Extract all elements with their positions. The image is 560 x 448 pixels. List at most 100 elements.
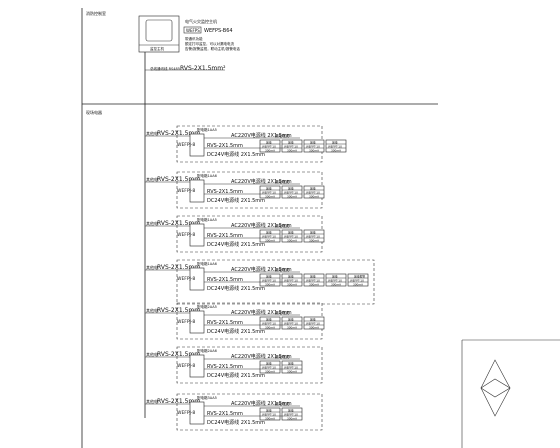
channel-mid: WEFPT-10 <box>262 412 276 416</box>
branch-signal: RVS-2X1.5mm <box>207 189 243 195</box>
channel-box <box>259 360 281 374</box>
branch-enclosure <box>176 393 323 431</box>
channel-top: 漏电 <box>288 140 294 144</box>
channel-box <box>325 139 347 153</box>
branch-leak-label: 漏电电流 <box>275 310 289 315</box>
branch-cable: RVS-2X1.5mm <box>157 176 200 183</box>
branch-leak-label: 漏电电流 <box>275 267 289 272</box>
channel-box <box>259 316 281 330</box>
channel-box <box>303 229 325 243</box>
branch-device: WEFPJ-8 <box>177 410 195 416</box>
channel-box <box>303 139 325 153</box>
branch-signal: RVS-2X1.5mm <box>207 411 243 417</box>
branch-box-label: 配电箱2AA5 <box>197 304 217 309</box>
branch-device: WEFPJ-8 <box>177 363 195 369</box>
branch-leak-label: 漏电电流 <box>275 354 289 359</box>
channel-box <box>303 316 325 330</box>
channel-bot: 300mA <box>309 194 319 198</box>
channel-mid: WEFPT-10 <box>328 278 342 282</box>
section-label-field: 现场电器 <box>86 109 102 115</box>
branch-device: WEFPJ-8 <box>177 276 195 282</box>
channel-box <box>259 229 281 243</box>
bus-cable: RVS-2X1.5mm² <box>180 65 226 72</box>
branch-leak-label: 漏电电流 <box>275 133 289 138</box>
channel-mid: WEFPT-10 <box>284 234 298 238</box>
branch-leak-label: 漏电电流 <box>275 179 289 184</box>
channel-bot: 300mA <box>309 238 319 242</box>
channel-top: 漏电 <box>332 274 338 278</box>
channel-box <box>281 316 303 330</box>
channel-mid: WEFPT-10 <box>284 190 298 194</box>
branch-box-label: 配电箱1AA6 <box>197 173 217 178</box>
channel-bot: 300mA <box>265 282 275 286</box>
section-label-control-room: 消防控制室 <box>86 10 106 16</box>
channel-mid: WEFPT-10 <box>284 144 298 148</box>
channel-top: 漏电 <box>310 317 316 321</box>
branch-box-label: 配电箱3AA5 <box>197 395 217 400</box>
panel-note-3: 告警/报警监视，联动主机/报警电话 <box>185 46 240 51</box>
panel-model: WEFPS-B64 <box>204 28 233 34</box>
channel-box <box>303 185 325 199</box>
channel-box <box>259 139 281 153</box>
branch-left-label: 其他电 <box>146 176 158 182</box>
branch-device-box <box>189 223 205 247</box>
channel-top: 漏电 <box>288 274 294 278</box>
branch-power: AC220V电源线 2X1.5mm <box>231 309 292 316</box>
branch-left-label: 其他电 <box>146 351 158 357</box>
branch-enclosure <box>176 259 375 305</box>
branch-box-label: 配电箱1AA5 <box>197 127 217 132</box>
branch-dc: DC24V电源线 2X1.5mm <box>207 285 265 292</box>
branch-cable: RVS-2X1.5mm <box>157 351 200 358</box>
branch-signal: RVS-2X1.5mm <box>207 320 243 326</box>
branch-leak-label: 漏电电流 <box>275 401 289 406</box>
branch-box-label: 配电箱2AA6 <box>197 348 217 353</box>
channel-top: 漏电 <box>266 140 272 144</box>
channel-bot: 300mA <box>287 148 297 152</box>
channel-bot: 300mA <box>287 282 297 286</box>
channel-mid: WEFPT-10 <box>306 278 320 282</box>
branch-power: AC220V电源线 2X1.5mm <box>231 353 292 360</box>
channel-bot: 300mA <box>265 238 275 242</box>
channel-mid: WEFPT-10 <box>262 278 276 282</box>
channel-box <box>281 185 303 199</box>
channel-box <box>281 273 303 287</box>
channel-bot: 300mA <box>353 282 363 286</box>
channel-mid: WEFPT-10 <box>306 190 320 194</box>
channel-bot: 300mA <box>309 148 319 152</box>
branch-signal: RVS-2X1.5mm <box>207 364 243 370</box>
channel-bot: 300mA <box>265 416 275 420</box>
channel-bot: 300mA <box>265 148 275 152</box>
channel-top: 漏电 <box>310 274 316 278</box>
monitor-outline <box>138 15 180 53</box>
channel-top: 漏电 <box>332 140 338 144</box>
channel-box <box>325 273 347 287</box>
channel-bot: 300mA <box>265 369 275 373</box>
branch-device-box <box>189 267 205 291</box>
channel-top: 漏电 <box>310 186 316 190</box>
channel-mid: WEFPT-10 <box>262 190 276 194</box>
branch-power: AC220V电源线 2X1.5mm <box>231 178 292 185</box>
branch-leak-label: 漏电电流 <box>275 223 289 228</box>
panel-note-1: 带通讯功能 <box>185 36 203 41</box>
channel-bot: 300mA <box>265 194 275 198</box>
branch-dc: DC24V电源线 2X1.5mm <box>207 197 265 204</box>
branch-cable: RVS-2X1.5mm <box>157 307 200 314</box>
channel-bot: 300mA <box>287 325 297 329</box>
channel-mid: WEFPT-10 <box>284 412 298 416</box>
branch-device: WEFPJ-8 <box>177 319 195 325</box>
channel-top: 漏电报警 <box>354 274 365 278</box>
